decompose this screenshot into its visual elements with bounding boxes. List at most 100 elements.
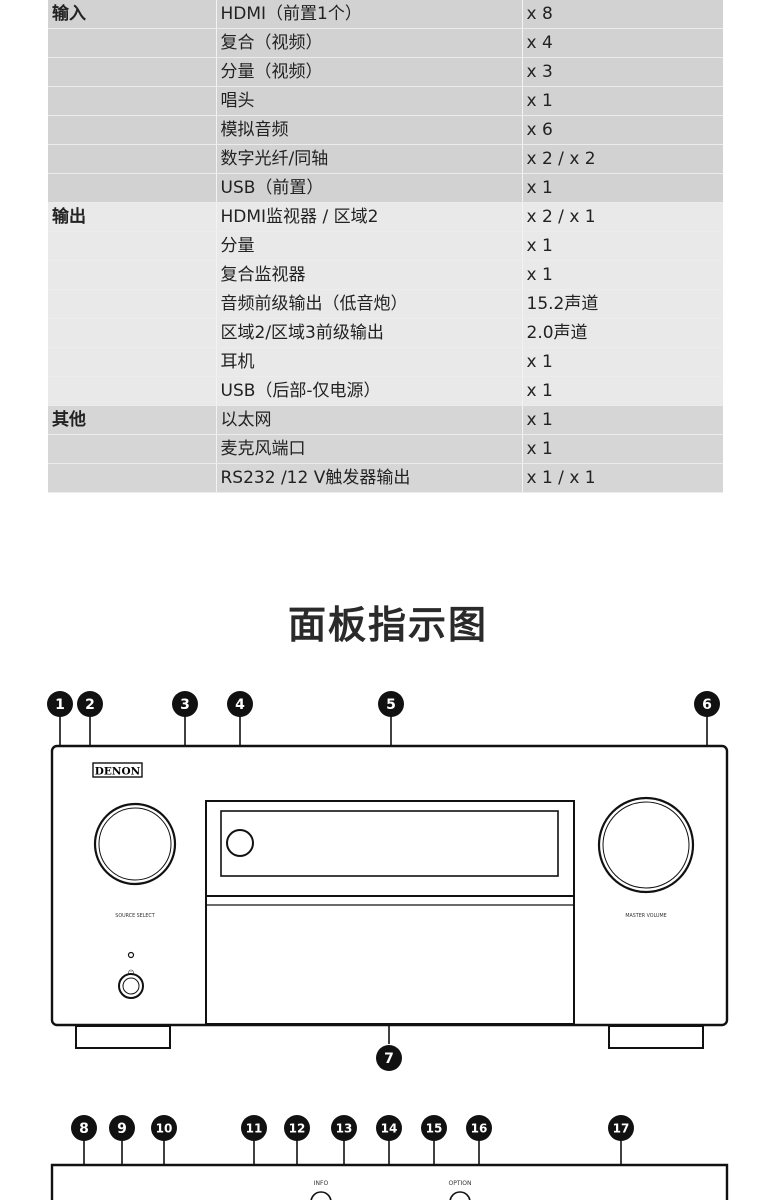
spec-quantity: x 2 / x 2 (522, 144, 723, 174)
svg-text:10: 10 (156, 1121, 173, 1135)
spec-row: 复合（视频）x 4 (48, 28, 723, 58)
spec-category (48, 434, 217, 464)
master-volume-label: MASTER VOLUME (625, 913, 666, 919)
spec-item: USB（后部-仅电源） (216, 376, 523, 406)
spec-category (48, 231, 217, 261)
spec-row: 分量（视频）x 3 (48, 57, 723, 87)
spec-item: 数字光纤/同轴 (216, 144, 523, 174)
spec-item: 区域2/区域3前级输出 (216, 318, 523, 348)
master-volume-knob (597, 796, 695, 894)
callout-15: 15 (421, 1115, 447, 1141)
spec-category (48, 86, 217, 116)
callout-7: 7 (376, 1045, 402, 1071)
spec-row: 音频前级输出（低音炮）15.2声道 (48, 289, 723, 319)
spec-quantity: x 1 (522, 347, 723, 377)
svg-text:2: 2 (85, 697, 95, 713)
callout-14: 14 (376, 1115, 402, 1141)
callout-1: 1 (47, 691, 73, 717)
spec-category: 其他 (48, 405, 217, 435)
panel-diagram: DENON SOURCE SELECT MASTER VOLUME ⏻ INFO… (47, 691, 729, 1200)
callout-17: 17 (608, 1115, 634, 1141)
spec-item: 音频前级输出（低音炮） (216, 289, 523, 319)
spec-category (48, 463, 217, 493)
spec-quantity: x 4 (522, 28, 723, 58)
callout-4: 4 (227, 691, 253, 717)
spec-category (48, 260, 217, 290)
spec-item: RS232 /12 V触发器输出 (216, 463, 523, 493)
receiver-front-panel: DENON SOURCE SELECT MASTER VOLUME ⏻ (50, 744, 729, 1049)
panel-diagram-heading: 面板指示图 (287, 603, 488, 647)
spec-item: HDMI（前置1个） (216, 0, 523, 29)
callout-10: 10 (151, 1115, 177, 1141)
spec-quantity: x 1 (522, 173, 723, 203)
spec-item: 麦克风端口 (216, 434, 523, 464)
right-foot (608, 1025, 704, 1049)
spec-category (48, 28, 217, 58)
spec-quantity: 2.0声道 (522, 318, 723, 348)
svg-text:4: 4 (235, 697, 245, 713)
spec-quantity: x 1 / x 1 (522, 463, 723, 493)
spec-category (48, 173, 217, 203)
svg-text:8: 8 (79, 1121, 89, 1137)
spec-item: 分量 (216, 231, 523, 261)
svg-text:7: 7 (384, 1051, 394, 1067)
left-foot (75, 1025, 171, 1049)
standby-led (127, 951, 135, 959)
front-door (205, 895, 575, 1025)
svg-text:3: 3 (180, 697, 190, 713)
spec-category (48, 144, 217, 174)
spec-quantity: x 2 / x 1 (522, 202, 723, 232)
spec-quantity: 15.2声道 (522, 289, 723, 319)
spec-quantity: x 1 (522, 376, 723, 406)
source-select-label: SOURCE SELECT (115, 913, 154, 919)
spec-quantity: x 3 (522, 57, 723, 87)
spec-category: 输入 (48, 0, 217, 29)
spec-category (48, 115, 217, 145)
callout-16: 16 (466, 1115, 492, 1141)
spec-row: USB（后部-仅电源）x 1 (48, 376, 723, 406)
callout-6: 6 (694, 691, 720, 717)
spec-quantity: x 1 (522, 231, 723, 261)
spec-quantity: x 1 (522, 405, 723, 435)
callout-3: 3 (172, 691, 198, 717)
option-button (449, 1191, 471, 1200)
svg-text:12: 12 (289, 1121, 306, 1135)
svg-text:16: 16 (471, 1121, 488, 1135)
spec-quantity: x 1 (522, 86, 723, 116)
spec-quantity: x 6 (522, 115, 723, 145)
spec-item: HDMI监视器 / 区域2 (216, 202, 523, 232)
callout-13: 13 (331, 1115, 357, 1141)
svg-text:9: 9 (117, 1121, 127, 1137)
power-icon: ⏻ (128, 969, 134, 977)
spec-category (48, 376, 217, 406)
spec-item: 分量（视频） (216, 57, 523, 87)
spec-item: 以太网 (216, 405, 523, 435)
spec-row: USB（前置）x 1 (48, 173, 723, 203)
spec-category (48, 57, 217, 87)
svg-text:17: 17 (613, 1121, 630, 1135)
brand-logo (92, 762, 143, 778)
svg-text:11: 11 (246, 1121, 263, 1135)
spec-item: 唱头 (216, 86, 523, 116)
spec-item: USB（前置） (216, 173, 523, 203)
svg-text:5: 5 (386, 697, 396, 713)
spec-item: 复合监视器 (216, 260, 523, 290)
spec-quantity: x 1 (522, 434, 723, 464)
display-window (220, 810, 559, 877)
callout-9: 9 (109, 1115, 135, 1141)
svg-text:6: 6 (702, 697, 712, 713)
spec-category (48, 318, 217, 348)
source-select-knob (93, 802, 177, 886)
